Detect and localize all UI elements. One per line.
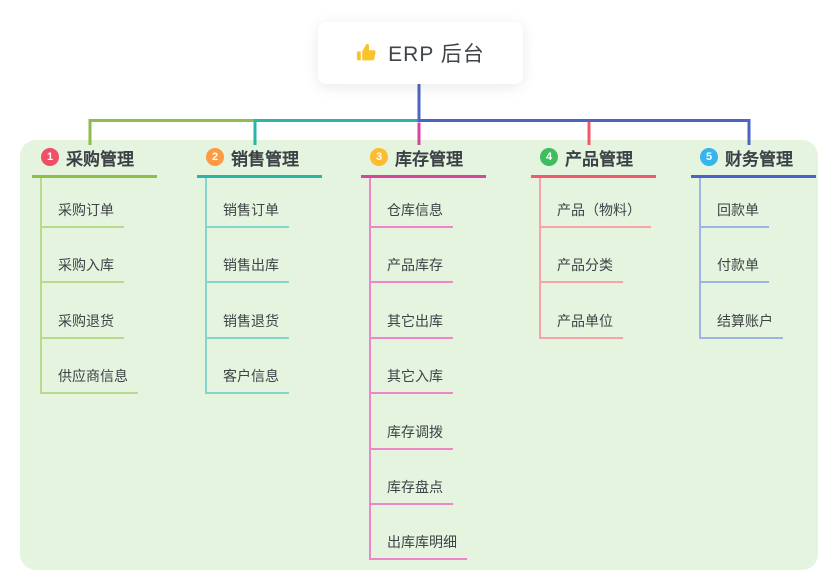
branch-children: 销售订单销售出库销售退货客户信息	[205, 178, 289, 395]
child-node[interactable]: 采购退货	[40, 311, 124, 339]
child-node[interactable]: 仓库信息	[369, 200, 453, 228]
child-node[interactable]: 产品库存	[369, 255, 453, 284]
branch-node-1[interactable]: 1 采购管理	[32, 144, 157, 178]
branch-children: 采购订单采购入库采购退货供应商信息	[40, 178, 138, 395]
child-node[interactable]: 其它出库	[369, 311, 453, 339]
child-node[interactable]: 销售退货	[205, 311, 289, 339]
child-node[interactable]: 采购订单	[40, 200, 124, 228]
child-node[interactable]: 库存调拨	[369, 422, 453, 450]
child-node[interactable]: 库存盘点	[369, 477, 453, 505]
child-row: 产品库存	[369, 228, 467, 284]
child-row: 采购退货	[40, 283, 138, 339]
child-node[interactable]: 回款单	[699, 200, 769, 228]
child-connector-line	[40, 178, 42, 395]
child-row: 回款单	[699, 178, 783, 228]
branch-node-2[interactable]: 2 销售管理	[197, 144, 322, 178]
child-node[interactable]: 采购入库	[40, 255, 124, 284]
child-node[interactable]: 出库库明细	[369, 532, 467, 561]
branch-label: 财务管理	[725, 149, 793, 169]
thumbs-up-icon	[356, 42, 378, 64]
child-row: 产品分类	[539, 228, 651, 284]
branch-label: 销售管理	[231, 149, 299, 169]
branch-children: 仓库信息产品库存其它出库其它入库库存调拨库存盘点出库库明细	[369, 178, 467, 561]
child-node[interactable]: 销售出库	[205, 255, 289, 284]
child-row: 仓库信息	[369, 178, 467, 228]
child-row: 付款单	[699, 228, 783, 284]
root-label: ERP 后台	[388, 43, 485, 66]
branches-panel	[20, 140, 818, 570]
child-row: 销售订单	[205, 178, 289, 228]
child-row: 库存调拨	[369, 394, 467, 450]
branch-number-badge: 2	[206, 148, 224, 166]
child-row: 产品（物料）	[539, 178, 651, 228]
child-node[interactable]: 产品单位	[539, 311, 623, 339]
child-connector-line	[205, 178, 207, 395]
branch-node-4[interactable]: 4 产品管理	[531, 144, 656, 178]
child-row: 结算账户	[699, 283, 783, 339]
child-node[interactable]: 客户信息	[205, 366, 289, 395]
branch-children: 回款单付款单结算账户	[699, 178, 783, 339]
child-node[interactable]: 产品分类	[539, 255, 623, 284]
branch-label: 库存管理	[395, 149, 463, 169]
child-node[interactable]: 付款单	[699, 255, 769, 284]
branch-label: 采购管理	[66, 149, 134, 169]
branch-children: 产品（物料） 产品分类产品单位	[539, 178, 651, 339]
child-row: 采购入库	[40, 228, 138, 284]
child-connector-line	[699, 178, 701, 339]
child-row: 库存盘点	[369, 450, 467, 505]
child-node[interactable]: 销售订单	[205, 200, 289, 228]
child-node[interactable]: 其它入库	[369, 366, 453, 395]
branch-number-badge: 4	[540, 148, 558, 166]
child-row: 销售出库	[205, 228, 289, 284]
child-connector-line	[539, 178, 541, 339]
child-row: 其它出库	[369, 283, 467, 339]
branch-node-5[interactable]: 5 财务管理	[691, 144, 816, 178]
branch-number-badge: 5	[700, 148, 718, 166]
child-connector-line	[369, 178, 371, 561]
branch-number-badge: 3	[370, 148, 388, 166]
root-node[interactable]: ERP 后台	[318, 22, 523, 84]
child-row: 客户信息	[205, 339, 289, 395]
branch-number-badge: 1	[41, 148, 59, 166]
child-node[interactable]: 产品（物料）	[539, 200, 651, 228]
child-row: 供应商信息	[40, 339, 138, 395]
child-row: 出库库明细	[369, 505, 467, 561]
child-row: 销售退货	[205, 283, 289, 339]
child-node[interactable]: 结算账户	[699, 311, 783, 339]
child-row: 采购订单	[40, 178, 138, 228]
child-node[interactable]: 供应商信息	[40, 366, 138, 395]
child-row: 产品单位	[539, 283, 651, 339]
branch-node-3[interactable]: 3 库存管理	[361, 144, 486, 178]
child-row: 其它入库	[369, 339, 467, 395]
branch-label: 产品管理	[565, 149, 633, 169]
